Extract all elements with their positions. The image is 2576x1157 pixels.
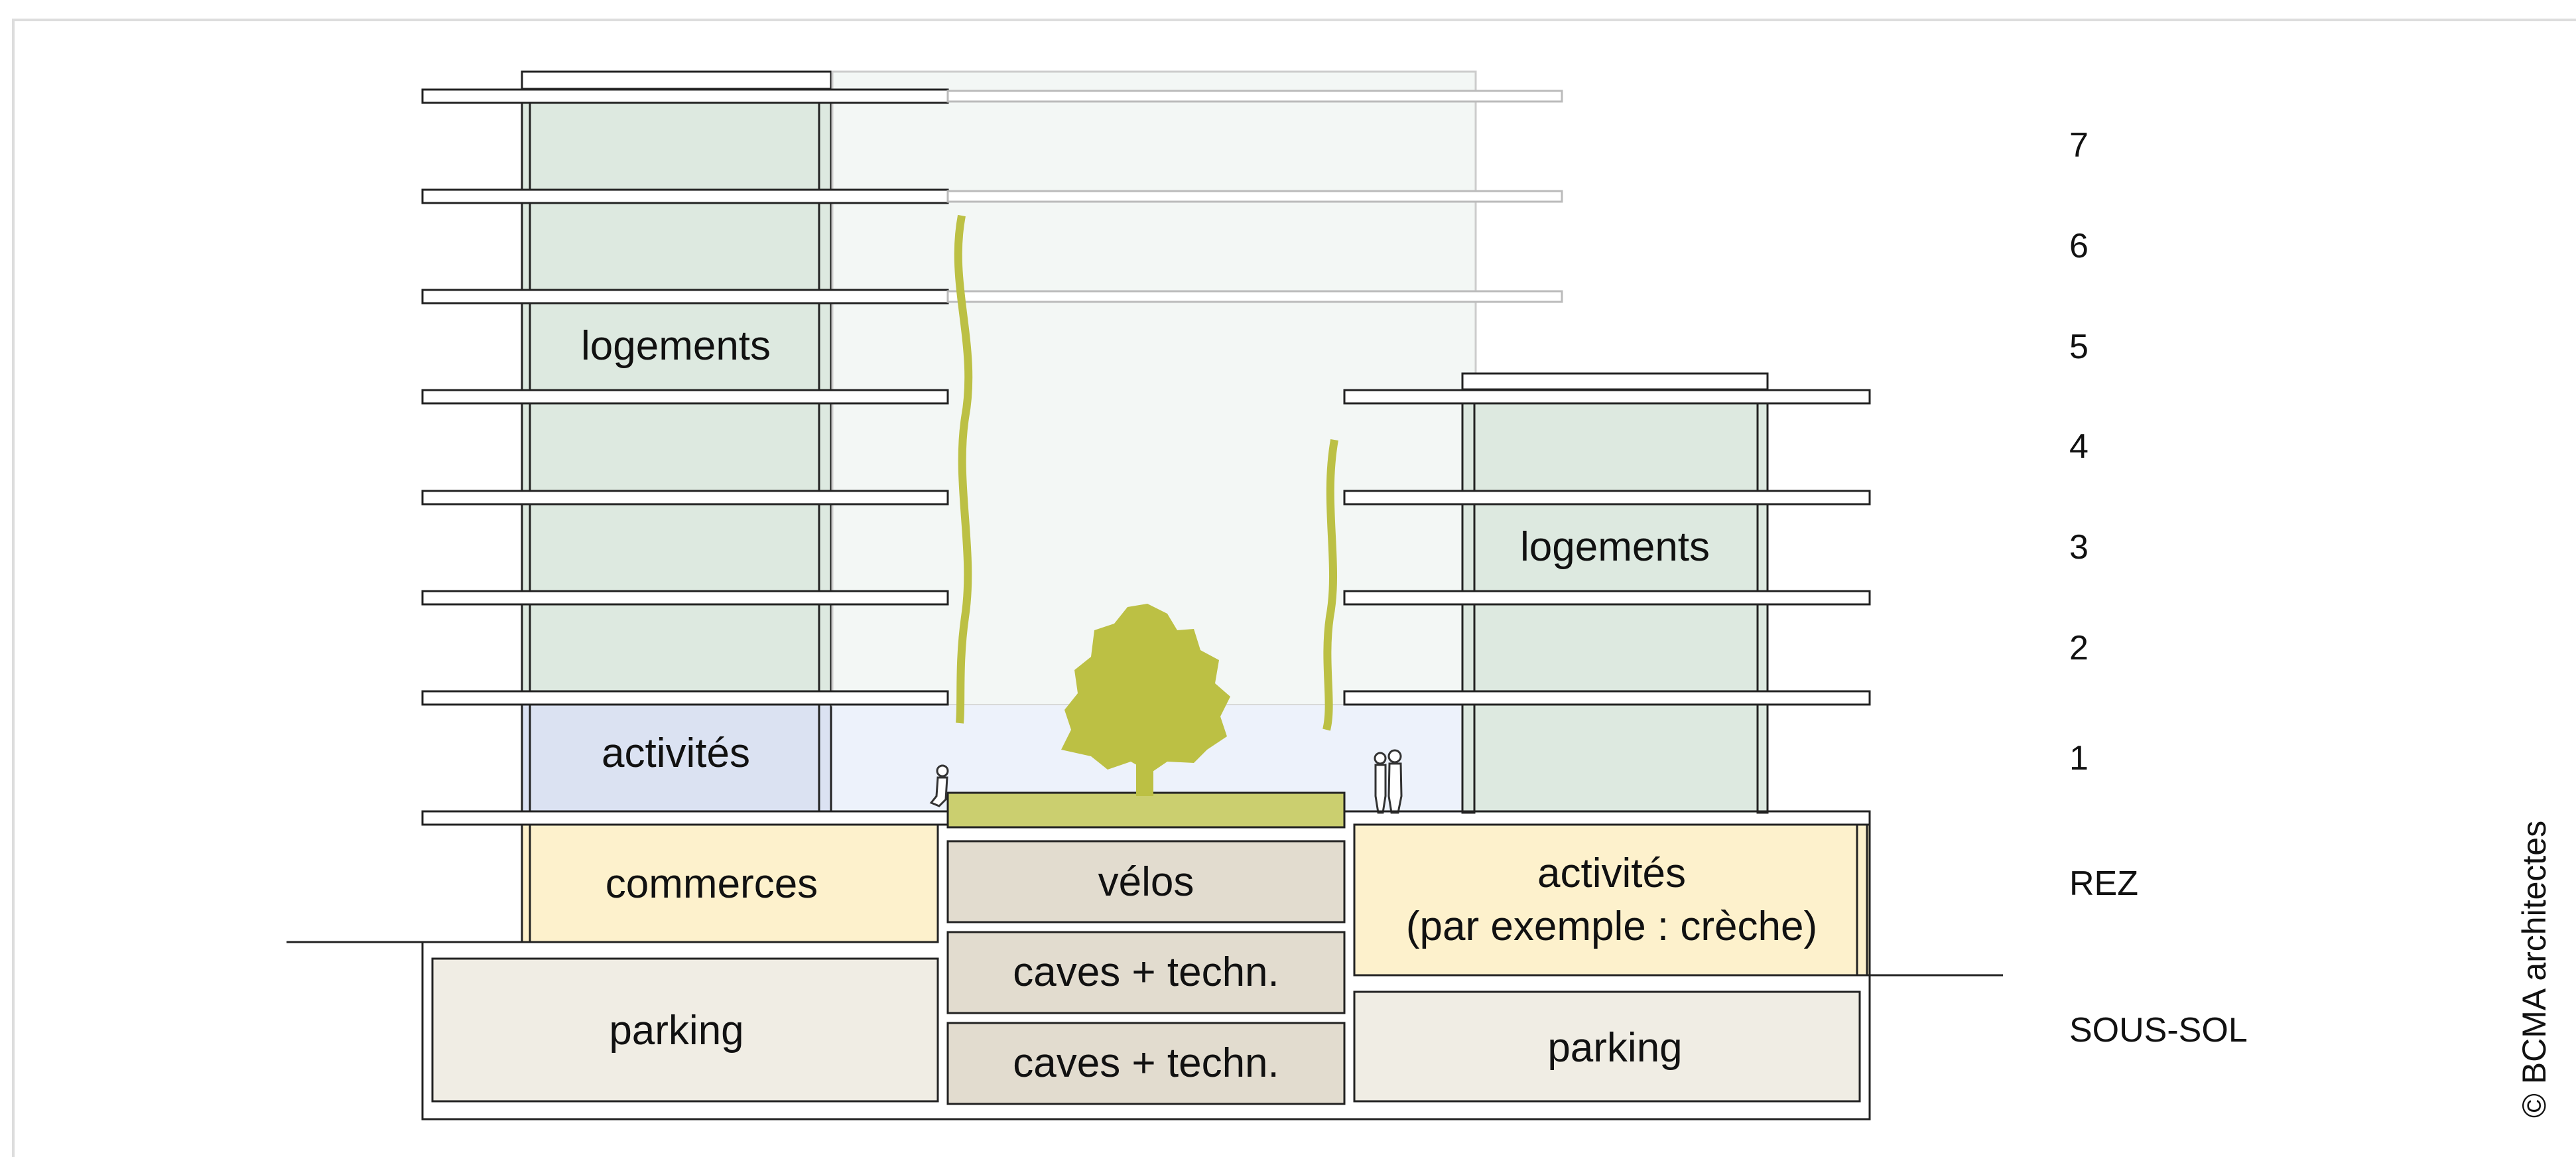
people-figures (929, 749, 1403, 814)
right-slabs (1343, 389, 1871, 706)
label-logements-left: logements (581, 323, 771, 369)
slab-left-5 (421, 289, 949, 305)
label-caves-2: caves + techn. (1013, 1040, 1279, 1086)
label-commerces: commerces (606, 861, 818, 907)
left-roof-parapet (521, 70, 832, 90)
activites-rez-room (1353, 823, 1871, 977)
parking-left-room (431, 957, 939, 1103)
velos-room (946, 840, 1346, 923)
floor-label-5: 5 (2069, 328, 2089, 366)
floor-slabs (421, 88, 949, 826)
slab-left-4 (421, 389, 949, 405)
person-left-body (929, 776, 948, 807)
slab-left-3 (421, 490, 949, 506)
atrium-slab-6 (946, 190, 1563, 203)
atrium-slab-5 (946, 290, 1563, 303)
floor-label-sous-sol: SOUS-SOL (2069, 1011, 2248, 1050)
floor-label-1: 1 (2069, 739, 2089, 778)
label-caves-1: caves + techn. (1013, 949, 1279, 995)
slab-left-rez (421, 810, 949, 826)
floor-label-7: 7 (2069, 126, 2089, 165)
label-velos: vélos (1098, 859, 1194, 905)
tree-crown (1061, 604, 1230, 773)
person-right-head-a (1374, 752, 1387, 765)
slab-right-1 (1343, 690, 1871, 706)
person-left-head (936, 764, 949, 778)
copyright-credit: © BCMA architectes (2516, 821, 2553, 1118)
activites-rez-column (1856, 823, 1868, 977)
floor-label-2: 2 (2069, 629, 2089, 667)
slab-right-3 (1343, 490, 1871, 506)
caves-room-1 (946, 931, 1346, 1014)
commerces-column (521, 823, 531, 943)
left-tower-activites-zone (522, 705, 832, 813)
commerces-room (521, 823, 939, 943)
climbing-plant-right (1322, 439, 1338, 731)
floor-label-4: 4 (2069, 427, 2089, 466)
slab-left-1 (421, 690, 949, 706)
person-right-head-b (1387, 749, 1402, 764)
slab-right-4 (1343, 389, 1871, 405)
right-roof-parapet (1461, 372, 1769, 391)
label-activites-level1: activités (602, 730, 750, 776)
caves-room-2 (946, 1022, 1346, 1105)
label-parking-left: parking (609, 1008, 743, 1054)
floor-label-rez: REZ (2069, 864, 2138, 903)
atrium-slabs (946, 90, 1563, 303)
atrium-slab-7 (946, 90, 1563, 103)
slab-right-2 (1343, 590, 1871, 606)
floor-label-3: 3 (2069, 528, 2089, 567)
slab-left-6 (421, 188, 949, 204)
parking-right-room (1353, 990, 1861, 1103)
person-right-body-b (1387, 762, 1403, 814)
label-parking-right: parking (1547, 1025, 1682, 1071)
lawn (946, 791, 1346, 829)
climbing-plant-left (954, 214, 973, 724)
slab-left-7 (421, 88, 949, 104)
label-activites-rez-line2: (par exemple : crèche) (1406, 904, 1817, 949)
label-activites-rez-line1: activités (1537, 851, 1686, 896)
tree (1061, 604, 1230, 796)
label-logements-right: logements (1520, 524, 1710, 570)
person-right-body-a (1374, 764, 1387, 814)
floor-label-6: 6 (2069, 227, 2089, 265)
slab-left-2 (421, 590, 949, 606)
